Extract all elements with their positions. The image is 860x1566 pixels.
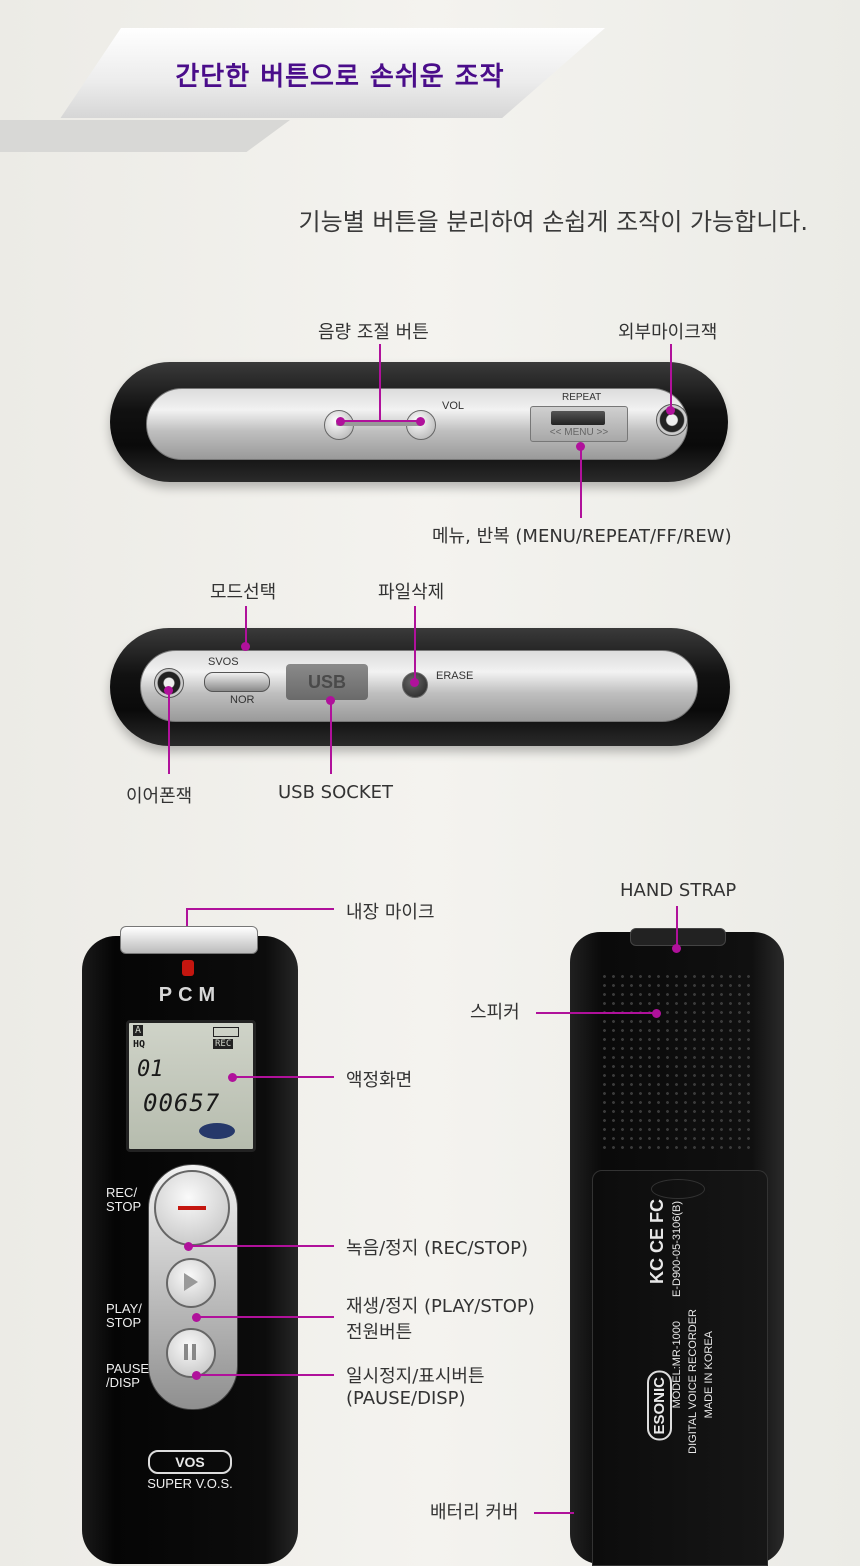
volume-rocker bbox=[336, 422, 422, 426]
callout-line bbox=[186, 908, 334, 910]
callout-line bbox=[340, 420, 420, 422]
play-stop-label: PLAY/ STOP bbox=[106, 1301, 142, 1330]
callout-dot bbox=[192, 1371, 201, 1380]
device-back-view: ESONIC MODEL:MR-1000 DIGITAL VOICE RECOR… bbox=[570, 928, 784, 1566]
callout-dot bbox=[241, 642, 250, 651]
label-earphone: 이어폰잭 bbox=[126, 786, 193, 807]
label-power: 전원버튼 bbox=[346, 1322, 413, 1343]
vol-text: VOL bbox=[442, 400, 465, 412]
label-volume: 음량 조절 버튼 bbox=[318, 322, 429, 343]
callout-line bbox=[534, 1512, 574, 1514]
callout-line bbox=[670, 344, 672, 410]
rec-led bbox=[182, 960, 194, 976]
speaker-grille bbox=[600, 972, 756, 1152]
callout-dot bbox=[184, 1242, 193, 1251]
callout-line bbox=[676, 906, 678, 948]
callout-line bbox=[379, 344, 381, 420]
lcd-a: A bbox=[133, 1025, 144, 1036]
label-usb: USB SOCKET bbox=[278, 782, 394, 803]
rec-stop-label: REC/ STOP bbox=[106, 1185, 142, 1214]
nor-text: NOR bbox=[230, 694, 255, 706]
rec-stop-button[interactable] bbox=[154, 1170, 230, 1246]
lcd-screen: A HQ REC 01 00657 bbox=[126, 1020, 256, 1152]
callout-dot bbox=[410, 678, 419, 687]
callout-line bbox=[330, 700, 332, 774]
lcd-logo-icon bbox=[199, 1123, 235, 1139]
svos-text: SVOS bbox=[208, 656, 239, 668]
pause-icon bbox=[184, 1344, 188, 1360]
cover-latch bbox=[651, 1179, 705, 1199]
brand-logo: ESONIC bbox=[647, 1371, 672, 1441]
callout-line bbox=[245, 606, 247, 646]
code-text: E-D900-05-3106(B) bbox=[671, 1201, 683, 1297]
callout-dot bbox=[416, 417, 425, 426]
label-ext-mic: 외부마이크잭 bbox=[618, 322, 718, 343]
label-speaker: 스피커 bbox=[470, 1002, 520, 1023]
callout-line bbox=[536, 1012, 656, 1014]
pause-icon bbox=[192, 1344, 196, 1360]
label-strap: HAND STRAP bbox=[620, 880, 737, 901]
built-in-mic-grille bbox=[120, 926, 258, 954]
repeat-text: REPEAT bbox=[562, 392, 602, 403]
model-text: MODEL:MR-1000 bbox=[671, 1321, 683, 1409]
header-ribbon bbox=[60, 28, 605, 118]
rec-dash-icon bbox=[178, 1206, 206, 1210]
callout-dot bbox=[228, 1073, 237, 1082]
lcd-track: 01 bbox=[137, 1057, 164, 1082]
header-ribbon-shadow bbox=[0, 120, 290, 152]
device-front-view: PCM A HQ REC 01 00657 REC/ STOP PLAY/ ST… bbox=[82, 926, 298, 1564]
battery-icon bbox=[213, 1027, 239, 1037]
play-icon bbox=[184, 1273, 198, 1291]
label-rec: 녹음/정지 (REC/STOP) bbox=[346, 1238, 529, 1259]
callout-dot bbox=[336, 417, 345, 426]
lcd-rec: REC bbox=[213, 1039, 234, 1049]
label-menu: 메뉴, 반복 (MENU/REPEAT/FF/REW) bbox=[432, 526, 732, 547]
label-mic: 내장 마이크 bbox=[346, 902, 435, 923]
lcd-time: 00657 bbox=[143, 1089, 221, 1117]
menu-switch-housing: << MENU >> bbox=[530, 406, 628, 442]
callout-line bbox=[580, 446, 582, 518]
label-lcd: 액정화면 bbox=[346, 1070, 413, 1091]
label-play: 재생/정지 (PLAY/STOP) bbox=[346, 1296, 535, 1317]
callout-line bbox=[186, 908, 188, 926]
mode-switch[interactable] bbox=[204, 672, 270, 692]
callout-line bbox=[168, 690, 170, 774]
cert-marks: KC CE FC bbox=[647, 1199, 667, 1284]
menu-text: << MENU >> bbox=[549, 427, 609, 438]
callout-line bbox=[414, 606, 416, 682]
callout-dot bbox=[652, 1009, 661, 1018]
callout-line bbox=[188, 1245, 334, 1247]
page-title: 간단한 버튼으로 손쉬운 조작 bbox=[175, 62, 505, 92]
label-mode: 모드선택 bbox=[210, 582, 277, 603]
pause-disp-label: PAUSE /DISP bbox=[106, 1361, 150, 1390]
callout-dot bbox=[192, 1313, 201, 1322]
callout-line bbox=[196, 1374, 334, 1376]
label-battery: 배터리 커버 bbox=[430, 1502, 519, 1523]
device-bottom-view: SVOS NOR USB ERASE bbox=[110, 628, 730, 746]
pause-disp-button[interactable] bbox=[166, 1328, 216, 1378]
lcd-hq: HQ bbox=[133, 1039, 146, 1050]
erase-text: ERASE bbox=[436, 670, 474, 682]
callout-dot bbox=[326, 696, 335, 705]
play-stop-button[interactable] bbox=[166, 1258, 216, 1308]
page-subtitle: 기능별 버튼을 분리하여 손쉽게 조작이 가능합니다. bbox=[298, 208, 808, 236]
callout-dot bbox=[666, 406, 675, 415]
made-text: MADE IN KOREA bbox=[703, 1331, 715, 1419]
label-erase: 파일삭제 bbox=[378, 582, 445, 603]
super-vos-text: SUPER V.O.S. bbox=[147, 1476, 233, 1491]
pcm-logo: PCM bbox=[158, 984, 222, 1006]
callout-dot bbox=[164, 686, 173, 695]
callout-line bbox=[232, 1076, 334, 1078]
callout-dot bbox=[576, 442, 585, 451]
vos-logo: VOS bbox=[148, 1450, 232, 1474]
callout-line bbox=[196, 1316, 334, 1318]
label-pause-en: (PAUSE/DISP) bbox=[346, 1388, 466, 1409]
battery-cover: ESONIC MODEL:MR-1000 DIGITAL VOICE RECOR… bbox=[592, 1170, 768, 1566]
desc-text: DIGITAL VOICE RECORDER bbox=[687, 1309, 699, 1454]
label-pause: 일시정지/표시버튼 bbox=[346, 1366, 485, 1387]
callout-dot bbox=[672, 944, 681, 953]
menu-switch[interactable] bbox=[551, 411, 605, 425]
usb-socket: USB bbox=[286, 664, 368, 700]
